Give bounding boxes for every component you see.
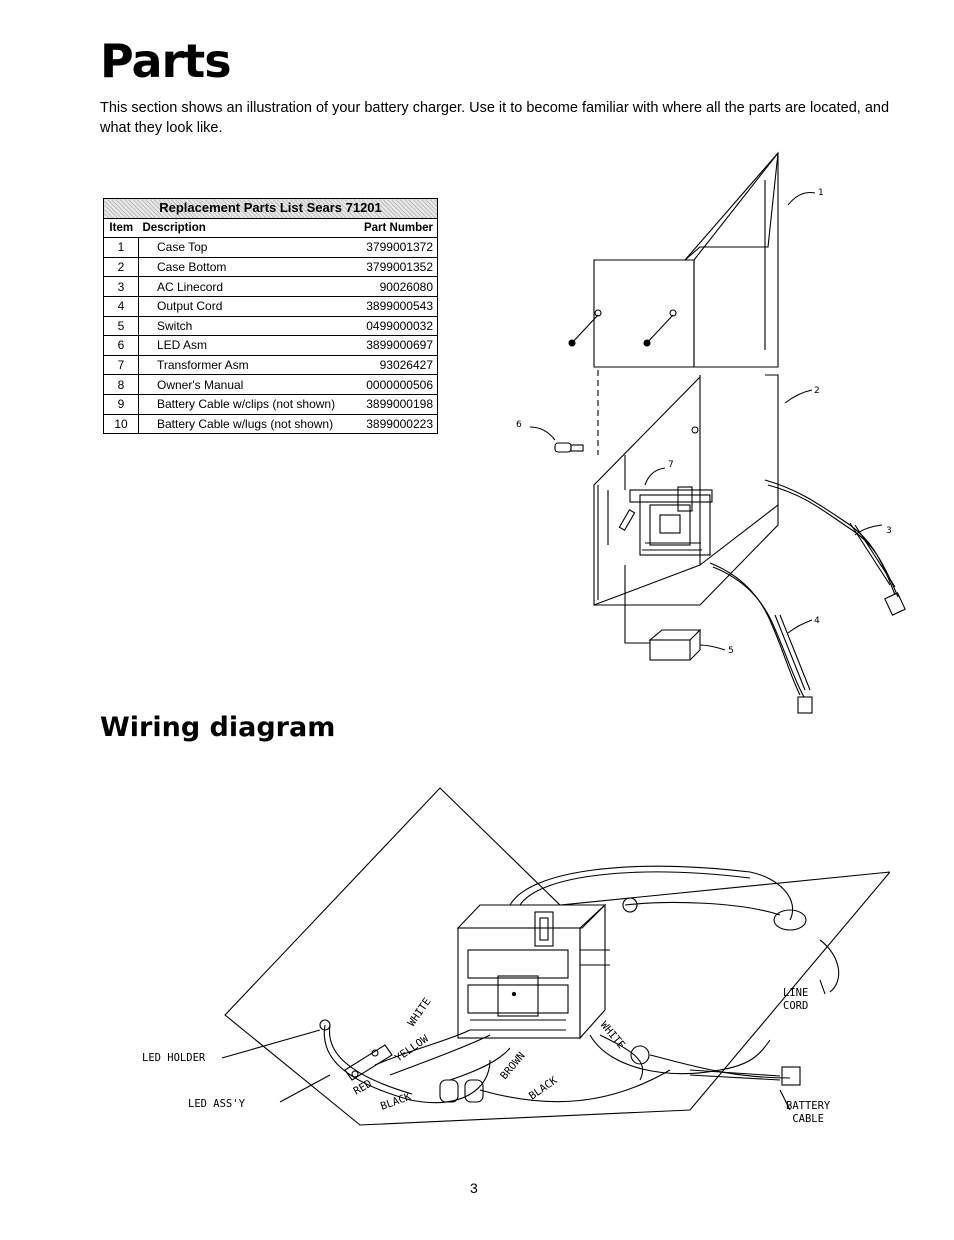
row-part-number: 3799001372 — [354, 237, 439, 258]
wire-label-white-1: WHITE — [406, 996, 434, 1029]
row-description: Owner's Manual — [138, 374, 355, 395]
row-item-number: 7 — [103, 355, 139, 376]
row-description: Battery Cable w/clips (not shown) — [138, 394, 355, 415]
row-item-number: 8 — [103, 374, 139, 395]
transformer-part — [629, 486, 713, 556]
row-description: AC Linecord — [138, 276, 355, 297]
row-item-number: 10 — [103, 414, 139, 435]
callout-4: 4 — [814, 616, 820, 626]
row-part-number: 3799001352 — [354, 257, 439, 278]
page-number: 3 — [470, 1180, 478, 1196]
transformer-assembly — [456, 903, 610, 1040]
wiring-diagram-illustration: WHITE YELLOW RED BLACK BROWN BLACK WHITE — [221, 787, 890, 1126]
parts-table-title: Replacement Parts List Sears 71201 — [103, 198, 438, 219]
row-part-number: 0000000506 — [354, 374, 439, 395]
row-item-number: 2 — [103, 257, 139, 278]
callout-1: 1 — [818, 188, 824, 198]
wire-label-black-2: BLACK — [527, 1074, 560, 1102]
row-part-number: 3899000543 — [354, 296, 439, 317]
wire-label-red: RED — [352, 1078, 374, 1098]
replacement-parts-table: Replacement Parts List Sears 71201 Item … — [103, 198, 439, 435]
label-battery-cable-line2: CABLE — [792, 1113, 824, 1125]
row-description: Transformer Asm — [138, 355, 355, 376]
row-description: Case Bottom — [138, 257, 355, 278]
row-part-number: 3899000198 — [354, 394, 439, 415]
wiring-diagram-title: Wiring diagram — [100, 712, 336, 743]
col-header-part-number: Part Number — [354, 218, 439, 239]
callout-3: 3 — [886, 526, 892, 536]
intro-paragraph: This section shows an illustration of yo… — [100, 100, 890, 136]
row-item-number: 4 — [103, 296, 139, 317]
page-title: Parts — [100, 34, 232, 88]
row-description: Case Top — [138, 237, 355, 258]
row-part-number: 0499000032 — [354, 316, 439, 337]
label-led-holder: LED HOLDER — [142, 1052, 206, 1064]
row-description: Battery Cable w/lugs (not shown) — [138, 414, 355, 435]
row-item-number: 1 — [103, 237, 139, 258]
wire-label-black-1: BLACK — [379, 1091, 413, 1113]
label-battery-cable: BATTERY CABLE — [786, 1100, 830, 1126]
callout-leaders — [529, 191, 883, 651]
row-part-number: 3899000223 — [354, 414, 439, 435]
row-item-number: 6 — [103, 335, 139, 356]
switch-part — [624, 565, 702, 661]
wiring-harness — [319, 865, 840, 1104]
label-leaders — [221, 979, 826, 1111]
row-item-number: 5 — [103, 316, 139, 337]
row-item-number: 9 — [103, 394, 139, 415]
col-header-description: Description — [138, 218, 355, 239]
wire-label-yellow: YELLOW — [393, 1032, 432, 1064]
wire-label-white-2: WHITE — [598, 1019, 628, 1051]
label-led-assy: LED ASS'Y — [188, 1098, 245, 1110]
label-line-cord-line2: CORD — [783, 1000, 809, 1012]
case-top-part — [568, 151, 779, 368]
row-description: Output Cord — [138, 296, 355, 317]
callout-2: 2 — [814, 386, 820, 396]
row-part-number: 93026427 — [354, 355, 439, 376]
label-line-cord: LINE CORD — [783, 987, 808, 1013]
label-line-cord-line1: LINE — [783, 987, 809, 999]
row-item-number: 3 — [103, 276, 139, 297]
callout-5: 5 — [728, 646, 734, 656]
ac-linecord-part — [764, 479, 906, 616]
base-plate — [224, 787, 890, 1126]
row-part-number: 3899000697 — [354, 335, 439, 356]
row-part-number: 90026080 — [354, 276, 439, 297]
case-bottom-part — [593, 374, 779, 606]
callout-6: 6 — [516, 420, 522, 430]
label-battery-cable-line1: BATTERY — [786, 1100, 831, 1112]
callout-7: 7 — [668, 460, 674, 470]
row-description: Switch — [138, 316, 355, 337]
row-description: LED Asm — [138, 335, 355, 356]
col-header-item: Item — [103, 218, 139, 239]
exploded-view-illustration: 1 2 3 4 5 6 7 — [516, 151, 906, 714]
led-part — [554, 370, 626, 490]
output-cord-part — [709, 562, 813, 714]
